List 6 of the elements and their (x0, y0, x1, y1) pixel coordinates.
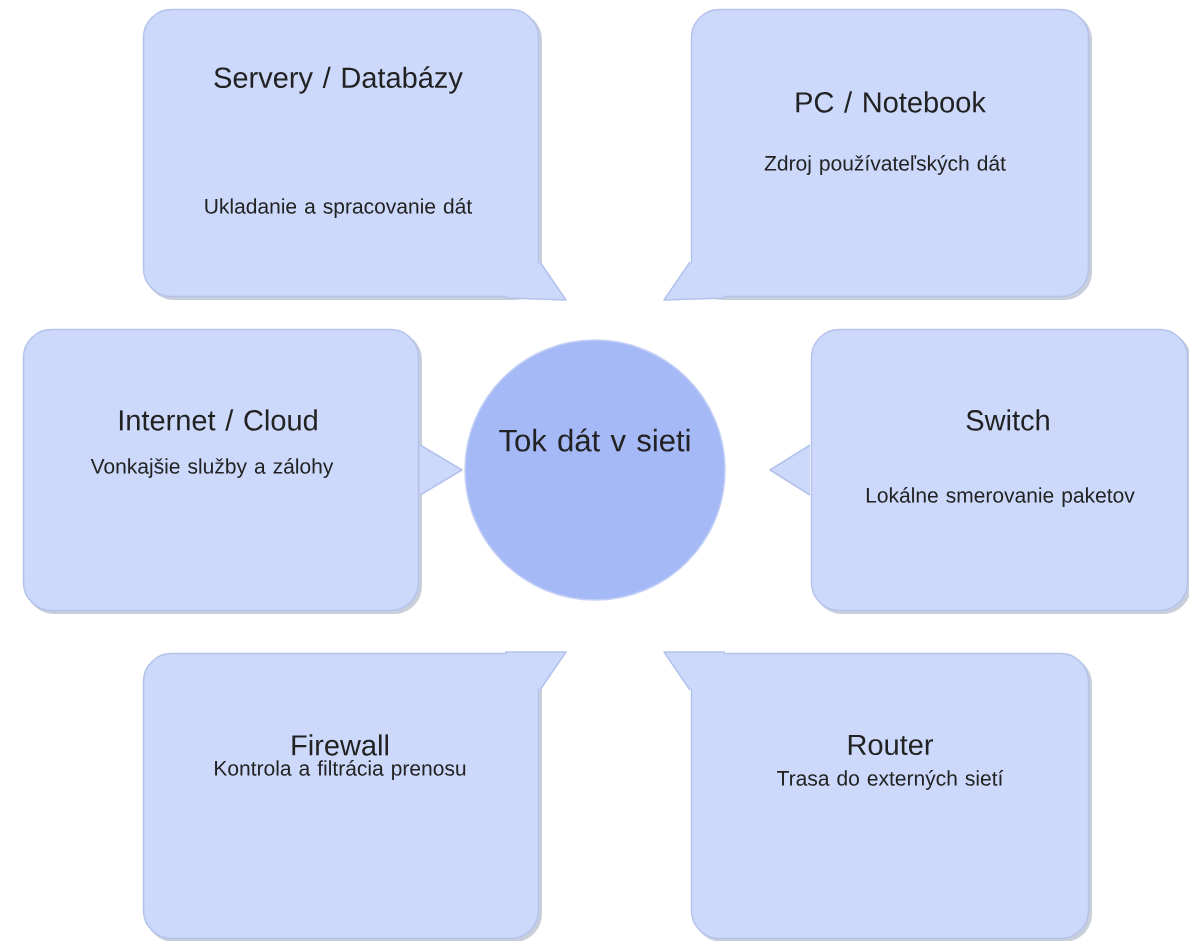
callout-box: Firewall Kontrola a filtrácia prenosu (142, 651, 567, 941)
callout-box: Internet / Cloud Vonkajšie služby a zálohy (22, 328, 463, 614)
callout-box: Switch Lokálne smerovanie paketov (769, 328, 1189, 614)
callout-box: Servery / Databázy Ukladanie a spracovanie dát (142, 8, 567, 301)
callout-box: Router Trasa do externých sietí (663, 651, 1092, 941)
callout-box: PC / Notebook Zdroj používateľských dát (663, 8, 1092, 301)
